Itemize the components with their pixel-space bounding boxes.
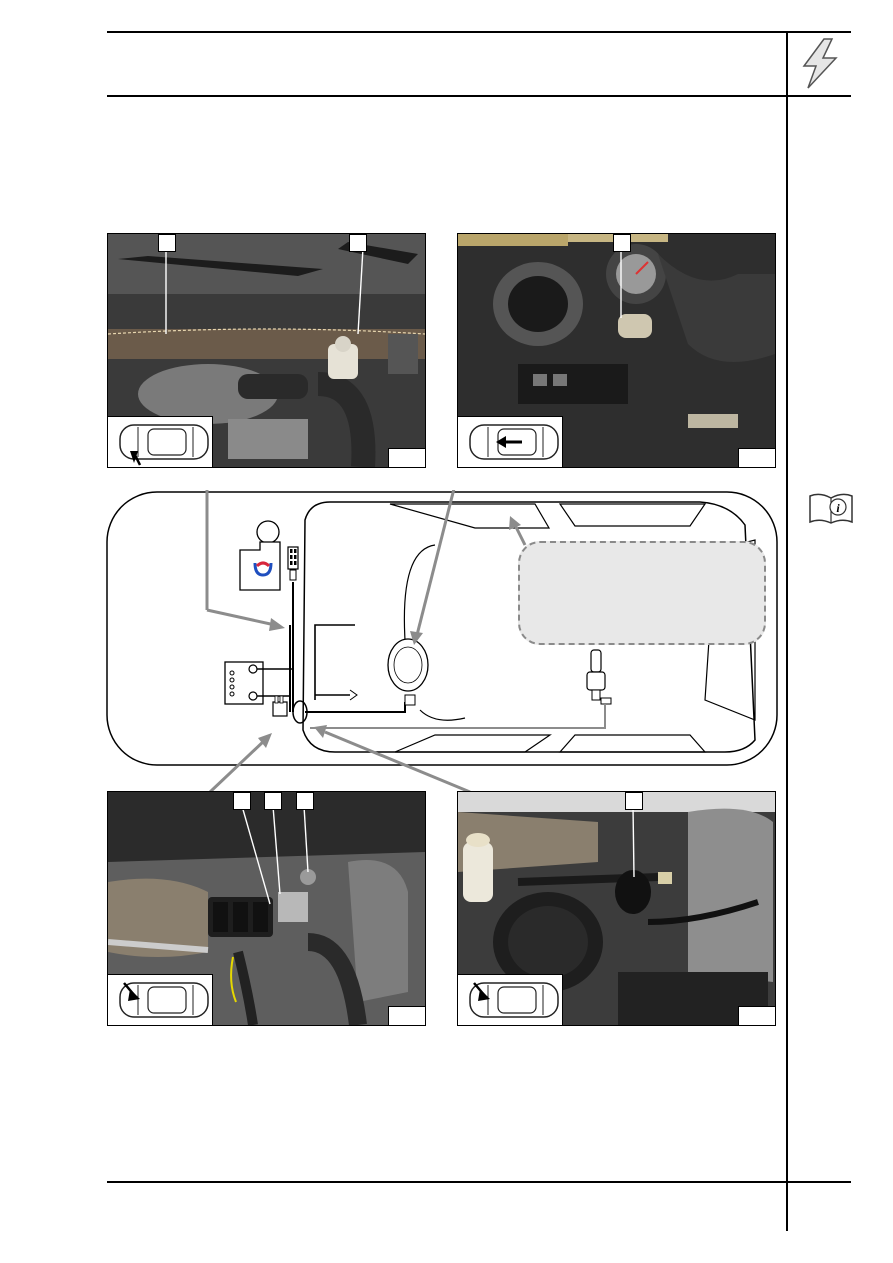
photo-tag bbox=[738, 448, 775, 467]
callout-marker bbox=[625, 792, 643, 810]
page-title bbox=[120, 50, 770, 80]
photo-tag bbox=[388, 1006, 425, 1025]
svg-text:i: i bbox=[836, 501, 840, 515]
photo-dashboard bbox=[457, 233, 776, 468]
car-topview-icon bbox=[108, 416, 213, 467]
photo-engine-bay bbox=[107, 233, 426, 468]
car-topview-icon bbox=[458, 416, 563, 467]
header-bottom-rule bbox=[107, 95, 851, 97]
photo-tag bbox=[388, 448, 425, 467]
car-topview-icon bbox=[458, 974, 563, 1025]
callout-marker bbox=[349, 234, 367, 252]
callout-marker bbox=[613, 234, 631, 252]
header-top-rule bbox=[107, 31, 851, 33]
photo-tag bbox=[738, 1006, 775, 1025]
footer-rule bbox=[107, 1181, 851, 1183]
callout-marker bbox=[296, 792, 314, 810]
info-book-icon: i bbox=[808, 490, 854, 526]
photo-relay-block bbox=[107, 791, 426, 1026]
lightning-icon bbox=[794, 36, 848, 90]
right-margin-rule bbox=[786, 31, 788, 1231]
footer-text bbox=[120, 1190, 770, 1210]
callout-marker bbox=[158, 234, 176, 252]
callout-marker bbox=[264, 792, 282, 810]
callout-marker bbox=[233, 792, 251, 810]
connector-arrows bbox=[100, 720, 500, 800]
note-text bbox=[520, 543, 764, 579]
note-box bbox=[518, 541, 766, 645]
photo-brake-area bbox=[457, 791, 776, 1026]
car-topview-icon bbox=[108, 974, 213, 1025]
